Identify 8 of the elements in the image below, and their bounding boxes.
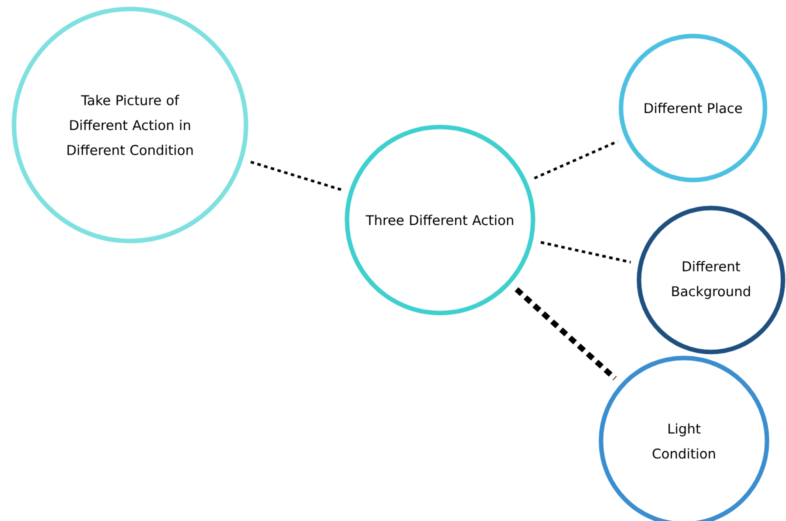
circle-node: Different Background xyxy=(636,206,786,354)
circle-node: Take Picture of Different Action in Different Condition xyxy=(12,6,248,244)
dotted-line xyxy=(534,140,618,180)
dotted-line xyxy=(514,287,617,380)
dotted-line xyxy=(540,241,631,264)
circle-node: Three Different Action xyxy=(344,124,536,316)
circle-node: Different Place xyxy=(618,34,768,182)
dotted-line xyxy=(250,160,342,191)
